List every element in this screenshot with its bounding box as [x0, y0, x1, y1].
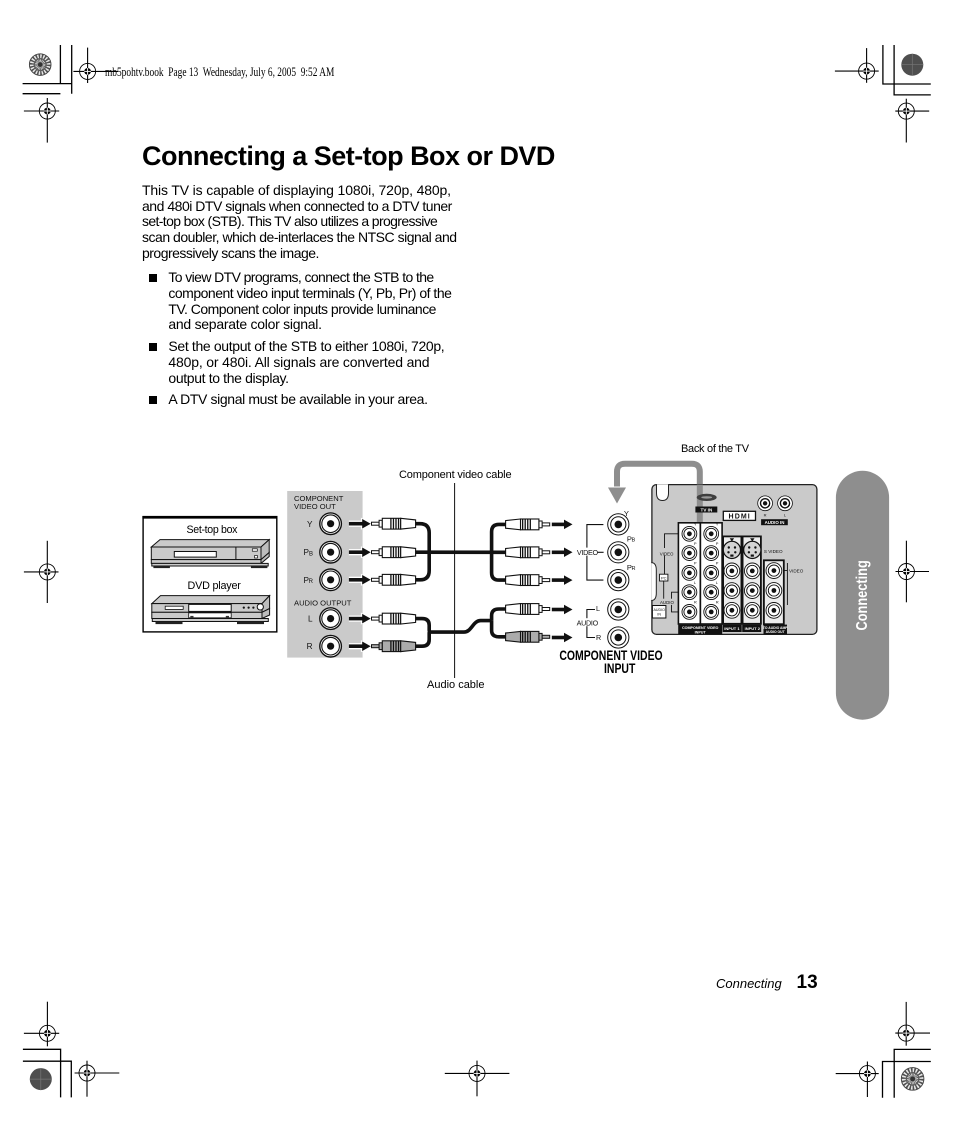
- svg-text:AUDIO OUT: AUDIO OUT: [766, 630, 786, 634]
- svg-text:L: L: [596, 604, 600, 613]
- svg-text:R: R: [716, 600, 719, 605]
- svg-text:R: R: [596, 633, 601, 642]
- svg-text:COMPONENT VIDEO: COMPONENT VIDEO: [682, 626, 719, 630]
- svg-text:L: L: [784, 513, 787, 518]
- svg-text:B: B: [309, 551, 313, 557]
- svg-text:R: R: [764, 513, 767, 518]
- svg-text:P: P: [716, 541, 719, 546]
- svg-text:INPUT 1: INPUT 1: [724, 626, 740, 631]
- svg-text:Y: Y: [716, 522, 719, 527]
- svg-text:R: R: [632, 566, 636, 572]
- svg-text:AUDIO: AUDIO: [577, 619, 599, 628]
- svg-text:VIDEO: VIDEO: [660, 551, 674, 556]
- svg-text:R: R: [307, 642, 313, 651]
- svg-text:AUDIO OUTPUT: AUDIO OUTPUT: [294, 599, 352, 608]
- svg-text:P: P: [694, 561, 697, 566]
- svg-text:R: R: [694, 600, 697, 605]
- svg-text:AUDIO: AUDIO: [654, 608, 666, 612]
- svg-text:IN: IN: [657, 612, 661, 616]
- svg-text:COMPONENT: COMPONENT: [294, 494, 344, 503]
- svg-text:P: P: [304, 576, 310, 585]
- svg-text:AUDIO: AUDIO: [660, 600, 674, 605]
- svg-text:L: L: [716, 580, 719, 585]
- svg-text:VIDEO: VIDEO: [789, 568, 804, 573]
- svg-text:AUDIO IN: AUDIO IN: [765, 520, 785, 525]
- svg-text:P: P: [304, 548, 310, 557]
- svg-text:PC: PC: [661, 576, 667, 581]
- svg-text:L: L: [308, 615, 313, 624]
- svg-text:Connecting: Connecting: [854, 560, 872, 630]
- svg-text:Y: Y: [307, 520, 313, 529]
- svg-text:HDMI: HDMI: [729, 514, 751, 521]
- svg-text:TV IN: TV IN: [701, 507, 713, 512]
- svg-text:INPUT 2: INPUT 2: [745, 626, 761, 631]
- svg-text:P: P: [627, 563, 632, 572]
- svg-text:Y: Y: [624, 509, 629, 518]
- svg-text:P: P: [627, 534, 632, 543]
- svg-text:L: L: [694, 580, 697, 585]
- svg-text:TO AUDIO AMP: TO AUDIO AMP: [763, 626, 788, 630]
- svg-text:S VIDEO: S VIDEO: [764, 549, 783, 554]
- svg-text:R: R: [309, 579, 314, 585]
- svg-text:P: P: [716, 561, 719, 566]
- svg-text:VIDEO OUT: VIDEO OUT: [294, 502, 336, 511]
- svg-text:INPUT: INPUT: [695, 630, 707, 634]
- svg-text:P: P: [694, 541, 697, 546]
- svg-text:VIDEO: VIDEO: [577, 548, 599, 557]
- svg-text:Y: Y: [694, 522, 697, 527]
- svg-text:B: B: [632, 538, 636, 544]
